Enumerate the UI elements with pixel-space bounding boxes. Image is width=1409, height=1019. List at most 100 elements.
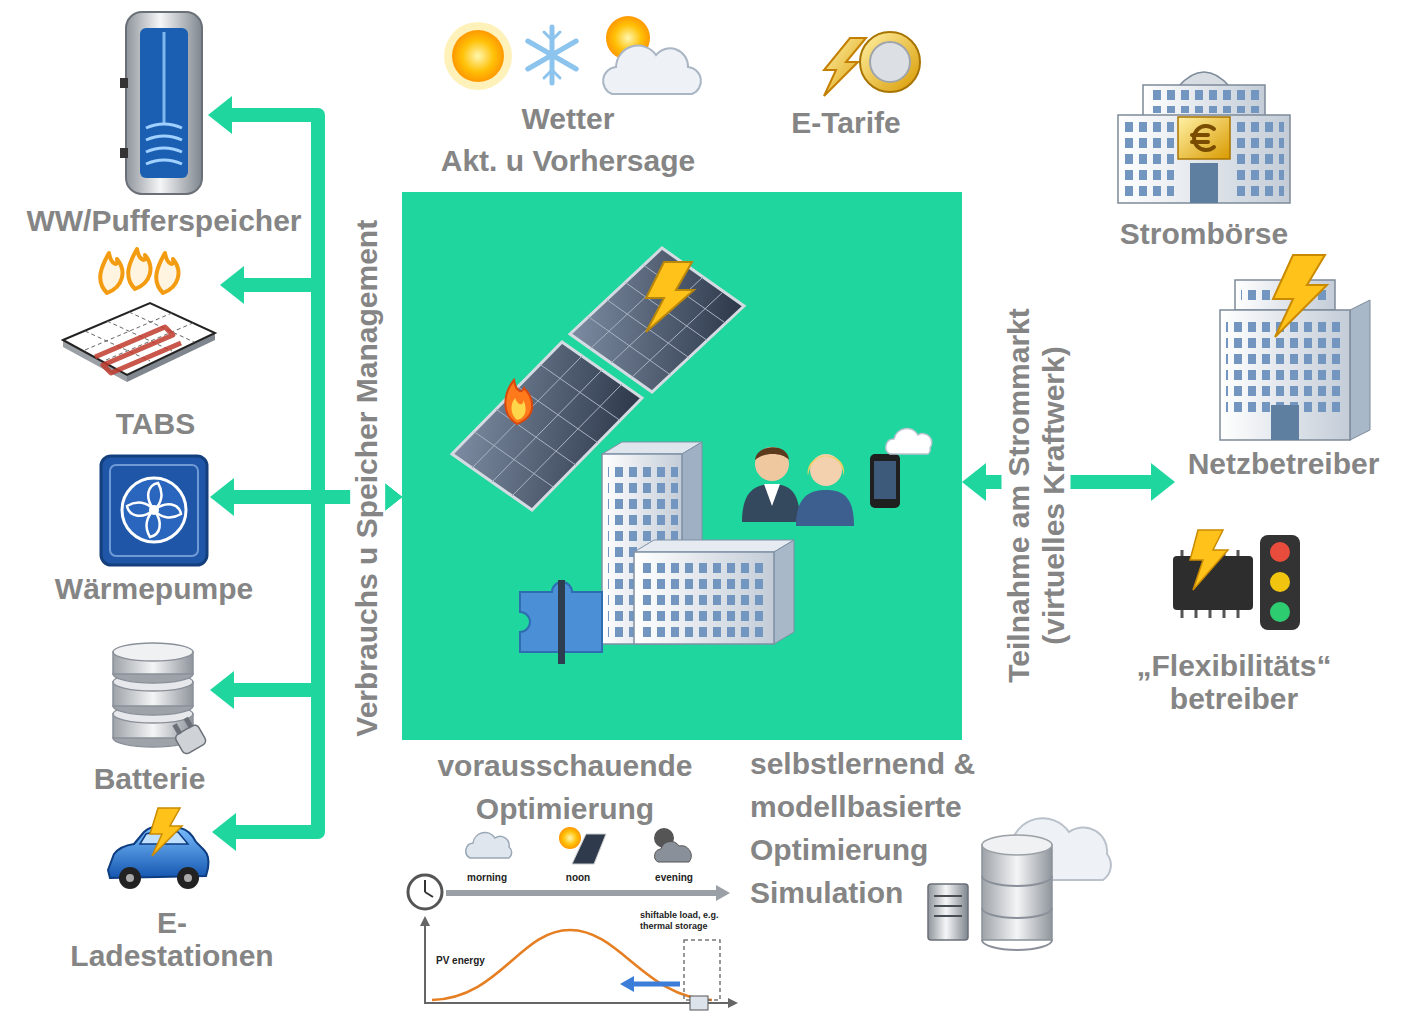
grid-operator-icon: [1226, 316, 1344, 412]
chart-time-label: noon: [566, 872, 590, 884]
node-label: WW/Pufferspeicher: [26, 204, 301, 237]
heat-pump-node: Wärmepumpe: [98, 453, 210, 568]
node-label: Wärmepumpe: [55, 572, 253, 605]
building-solar-illustration: [764, 484, 780, 506]
building-solar-illustration: [774, 540, 794, 644]
battery-icon: [172, 723, 182, 735]
grid-operator-icon: [1271, 405, 1299, 440]
slab-heating-node: TABS: [55, 245, 220, 395]
storage-tank-icon: [163, 32, 166, 124]
battery-icon: [105, 640, 210, 758]
forecast-chart: [425, 880, 433, 897]
weather-icons: [544, 32, 560, 78]
node-label: TABS: [116, 407, 195, 440]
slab-heating-icon: [95, 327, 181, 373]
edge-label: Verbrauchs u Speicher Management: [350, 215, 385, 740]
building-solar-illustration: [874, 461, 896, 499]
node-label: „Flexibilitäts“ betreiber: [1136, 649, 1331, 715]
power-exchange-icon: [1190, 163, 1218, 203]
node-label: Strombörse: [1120, 217, 1288, 250]
tariff-caption: E-Tarife: [791, 106, 900, 141]
weather-icons: [528, 27, 576, 83]
building-solar-illustration: [742, 484, 800, 522]
slab-heating-icon: [63, 303, 215, 375]
power-exchange-icon: [1143, 85, 1265, 117]
power-exchange-icon: [1148, 89, 1260, 113]
grid-operator-node: Netzbetreiber: [1175, 255, 1392, 495]
building-solar-illustration: [886, 429, 932, 454]
weather-icons: [528, 27, 576, 83]
battery-icon: [184, 717, 194, 729]
heat-pump-icon: [122, 478, 186, 542]
forecast-chart: [424, 1002, 730, 1004]
battery-icon: [169, 715, 208, 756]
slab-heating-icon: [55, 245, 220, 395]
electric-car-icon: [100, 808, 212, 896]
weather-icons: [444, 22, 512, 90]
slab-heating-icon: [100, 253, 122, 293]
cloud-server-icons: [982, 835, 1052, 855]
power-exchange-icon: [1108, 55, 1300, 207]
storage-tank-node: WW/Pufferspeicher: [120, 8, 208, 198]
building-solar-illustration: [570, 248, 744, 392]
forecast-chart: [632, 982, 680, 987]
weather-caption: Akt. u Vorhersage: [441, 144, 696, 179]
building-solar-illustration: [640, 560, 768, 638]
building-solar-illustration: [570, 248, 744, 392]
forecast-chart: [424, 922, 426, 1004]
grid-operator-icon: [1175, 255, 1392, 445]
power-exchange-icon: [1118, 115, 1290, 203]
forecast-chart: [716, 885, 730, 901]
power-exchange-icon: [1124, 121, 1174, 197]
forecast-chart: [420, 916, 430, 926]
building-solar-illustration: [646, 262, 694, 332]
chart-time-label: evening: [655, 872, 693, 884]
node-label: E-Ladestationen: [70, 906, 273, 972]
node-label: Netzbetreiber: [1188, 447, 1380, 480]
building-solar-illustration: [511, 398, 525, 420]
battery-icon: [113, 643, 193, 661]
arrow-head: [962, 463, 986, 501]
chart-time-label: morning: [467, 872, 507, 884]
grid-operator-icon: [1220, 310, 1350, 440]
flexibility-operator-icon: [1190, 530, 1228, 590]
weather-icons: [452, 30, 504, 82]
forecast-chart: [466, 832, 512, 858]
storage-tank-icon: [120, 8, 208, 198]
forecast-chart: [620, 976, 634, 992]
feature-caption: vorausschauende Optimierung: [428, 744, 703, 830]
cloud-server-icons: [928, 884, 968, 940]
storage-tank-icon: [140, 28, 188, 178]
power-exchange-icon: [1234, 121, 1284, 197]
forecast-chart: [432, 930, 712, 1000]
grid-operator-icon: [1350, 300, 1370, 440]
electric-car-icon: [119, 867, 141, 889]
flexibility-operator-node: „Flexibilitäts“ betreiber: [1168, 530, 1308, 635]
battery-node: Batterie: [105, 640, 210, 758]
power-exchange-icon: [1178, 117, 1230, 159]
heat-pump-icon: [149, 505, 159, 515]
forecast-chart: [690, 996, 708, 1010]
flexibility-operator-icon: [1270, 602, 1290, 622]
chart-curve-label: PV energy: [436, 955, 526, 967]
building-solar-illustration: [505, 380, 532, 424]
building-solar-illustration: [755, 447, 789, 460]
forecast-chart: [655, 842, 692, 862]
slab-heating-icon: [156, 253, 178, 293]
forecast-chart: [446, 890, 716, 896]
forecast-chart: [728, 998, 738, 1008]
forecast-chart: [684, 940, 720, 1000]
arrow-head: [210, 478, 234, 516]
storage-tank-icon: [146, 124, 182, 164]
electric-car-icon: [126, 874, 134, 882]
arrow-head: [212, 813, 236, 851]
power-exchange-node: Strombörse: [1108, 55, 1300, 207]
flexibility-operator-icon: [1270, 542, 1290, 562]
building-solar-illustration: [755, 447, 789, 481]
flexibility-operator-icon: [1260, 535, 1300, 630]
power-exchange-icon: [1192, 126, 1214, 150]
node-label: Batterie: [94, 762, 206, 795]
building-solar-illustration: [570, 248, 744, 392]
feature-caption: selbstlernend & modellbasierte Optimieru…: [750, 742, 1000, 914]
